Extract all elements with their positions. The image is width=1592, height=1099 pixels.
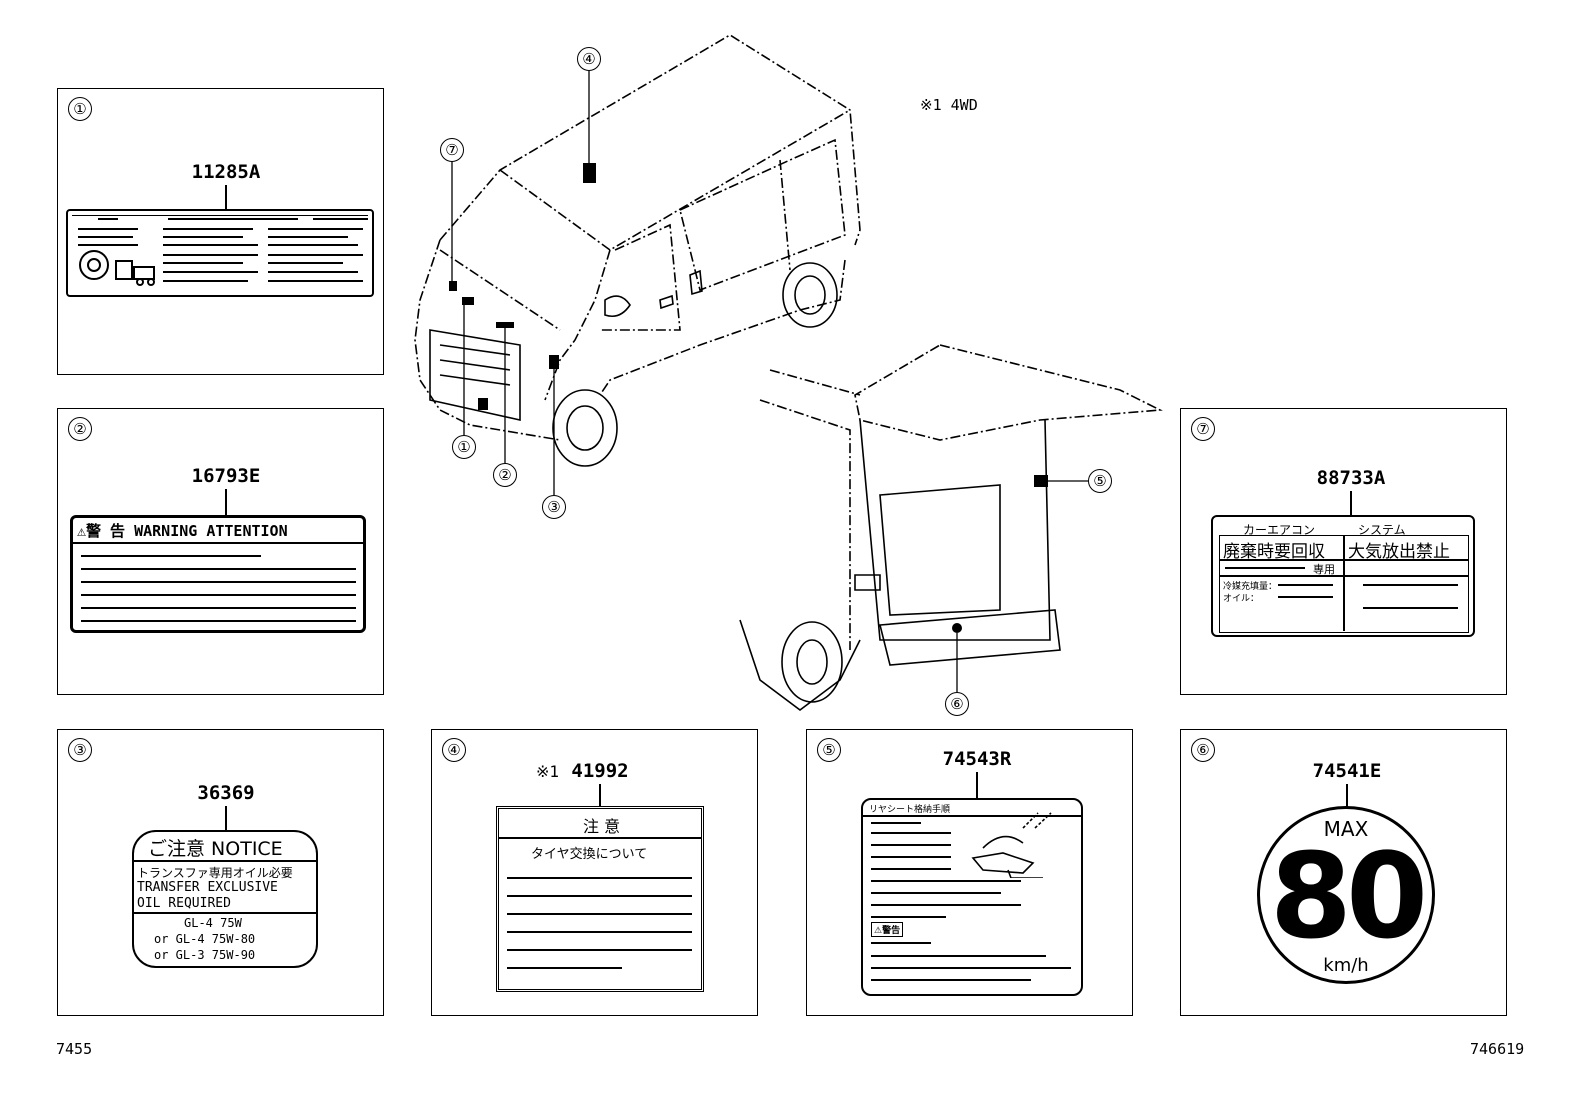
oil-spec-3: or GL-3 75W-90 — [154, 948, 256, 962]
seat-diagram-icon — [971, 812, 1052, 878]
notice-jp: トランスファ専用オイル必要 — [137, 866, 293, 880]
notice-title: ご注意 NOTICE — [148, 838, 283, 860]
engine-pictogram-icon — [79, 250, 155, 286]
part-number: 88733A — [1316, 467, 1386, 489]
caution-subtitle: タイヤ交換について — [531, 847, 648, 862]
speed-limit-sticker: MAX 80 km/h — [1257, 806, 1435, 984]
panel-number: ⑥ — [1191, 738, 1215, 762]
tab-label-1: カーエアコン — [1243, 523, 1316, 537]
max-label: MAX — [1323, 817, 1369, 841]
callout-4: ④ — [577, 47, 601, 71]
label-16793E: ⚠警 告 WARNING ATTENTION — [70, 515, 366, 633]
diagram-code-right: 746619 — [1470, 1040, 1525, 1058]
diagram-code-left: 7455 — [56, 1040, 93, 1058]
label-41992: 注 意 タイヤ交換について — [496, 806, 704, 992]
callout-3: ③ — [542, 495, 566, 519]
notice-en-2: OIL REQUIRED — [137, 896, 231, 911]
warning-badge: ⚠警告 — [871, 922, 904, 937]
cell-use: 専用 — [1313, 563, 1335, 576]
oil-amount: オイル： — [1223, 594, 1260, 604]
footnote-4wd: ※1 4WD — [920, 96, 978, 114]
label-11285A — [66, 209, 374, 297]
callout-7: ⑦ — [440, 138, 464, 162]
panel-2: ② 16793E ⚠警 告 WARNING ATTENTION — [57, 408, 384, 695]
rear-seat-header: リヤシート格納手順 — [869, 805, 951, 815]
speed-value: 80 — [1269, 827, 1428, 965]
panel-4: ④ ※1 41992 注 意 タイヤ交換について — [431, 729, 758, 1016]
callout-6: ⑥ — [945, 692, 969, 716]
panel-5: ⑤ 74543R リヤシート格納手順 — [806, 729, 1133, 1016]
panel-number: ④ — [442, 738, 466, 762]
part-number: 74543R — [942, 748, 1012, 770]
callout-5: ⑤ — [1088, 469, 1112, 493]
label-36369: ご注意 NOTICE トランスファ専用オイル必要 TRANSFER EXCLUS… — [132, 830, 318, 968]
part-number: 74541E — [1312, 760, 1382, 782]
oil-spec-2: or GL-4 75W-80 — [154, 932, 256, 946]
label-74543R: リヤシート格納手順 ⚠警告 — [861, 798, 1083, 996]
panel-number: ⑦ — [1191, 417, 1215, 441]
tab-label-2: システム — [1358, 523, 1406, 537]
cell-recovery: 廃棄時要回収 — [1223, 542, 1325, 562]
panel-number: ② — [68, 417, 92, 441]
caution-title: 注 意 — [583, 817, 621, 836]
warning-header: ⚠警 告 WARNING ATTENTION — [77, 522, 288, 540]
callout-2: ② — [493, 463, 517, 487]
footnote-marker: ※1 — [536, 762, 560, 781]
panel-3: ③ 36369 ご注意 NOTICE トランスファ専用オイル必要 TRANSFE… — [57, 729, 384, 1016]
speed-unit: km/h — [1323, 955, 1369, 976]
panel-7: ⑦ 88733A カーエアコン システム 廃棄時要回収 大気放出禁止 専用 冷媒… — [1180, 408, 1507, 695]
oil-spec-1: GL-4 75W — [184, 916, 242, 930]
part-number: 16793E — [191, 465, 261, 487]
panel-1: ① 11285A — [57, 88, 384, 375]
callout-1: ① — [452, 435, 476, 459]
panel-number: ① — [68, 97, 92, 121]
refrigerant-amount: 冷媒充填量： — [1223, 582, 1278, 592]
cell-no-release: 大気放出禁止 — [1348, 542, 1450, 562]
part-number: 11285A — [191, 161, 261, 183]
panel-6: ⑥ 74541E MAX 80 km/h — [1180, 729, 1507, 1016]
part-number: 41992 — [571, 760, 629, 782]
panel-number: ③ — [68, 738, 92, 762]
notice-en-1: TRANSFER EXCLUSIVE — [137, 880, 278, 895]
panel-number: ⑤ — [817, 738, 841, 762]
part-number: 36369 — [197, 782, 255, 804]
label-88733A: カーエアコン システム 廃棄時要回収 大気放出禁止 専用 冷媒充填量： オイル： — [1211, 515, 1475, 637]
